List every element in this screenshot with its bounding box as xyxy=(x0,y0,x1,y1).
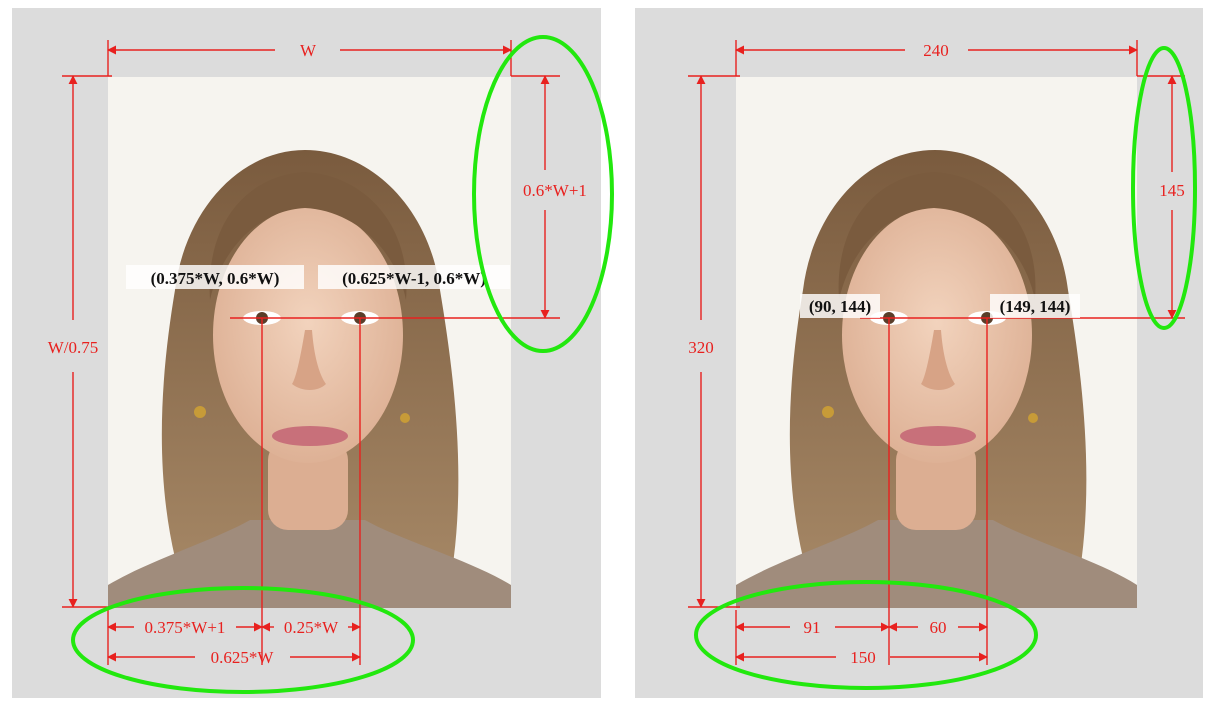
sweater xyxy=(108,520,511,608)
bottom-left-gap-label: 0.375*W+1 xyxy=(145,618,226,637)
highlight-bottom-widths xyxy=(694,580,1038,690)
portrait-photo xyxy=(108,77,511,608)
neck xyxy=(268,440,348,530)
nose xyxy=(921,330,955,390)
hair-fringe xyxy=(209,172,407,300)
panel-example: 240 320 145 91 60 150 (90, 144) (149, 14… xyxy=(635,8,1203,698)
right-eye-coord-backdrop xyxy=(318,265,510,289)
lips xyxy=(900,426,976,446)
neck xyxy=(896,440,976,530)
right-earring xyxy=(1028,413,1038,423)
right-eye-coordinate: (0.625*W-1, 0.6*W) xyxy=(342,269,486,288)
top-width-label: 240 xyxy=(923,41,949,60)
bottom-eye-gap-label: 0.25*W xyxy=(284,618,339,637)
top-width-label: W xyxy=(300,41,317,60)
dimension-lines xyxy=(62,40,560,665)
sweater xyxy=(736,520,1137,608)
left-eye-coordinate: (0.375*W, 0.6*W) xyxy=(151,269,280,288)
highlight-eye-depth xyxy=(472,35,614,353)
left-earring xyxy=(822,406,834,418)
portrait-photo xyxy=(736,77,1137,608)
height-label: 320 xyxy=(688,338,714,357)
nose xyxy=(292,330,326,390)
highlight-eye-depth xyxy=(1131,46,1197,330)
hair-fringe xyxy=(838,172,1036,300)
bottom-eye-gap-label: 60 xyxy=(930,618,947,637)
panel-formula: W W/0.75 0.6*W+1 0.375*W+1 0.25*W 0.625*… xyxy=(12,8,614,698)
height-label: W/0.75 xyxy=(48,338,99,357)
right-earring xyxy=(400,413,410,423)
eye-depth-label: 0.6*W+1 xyxy=(523,181,587,200)
bottom-total-label: 0.625*W xyxy=(211,648,275,667)
right-eye-coord-backdrop xyxy=(990,294,1080,318)
left-eye-coord-backdrop xyxy=(800,294,880,318)
lips xyxy=(272,426,348,446)
bottom-left-gap-label: 91 xyxy=(804,618,821,637)
highlight-bottom-widths xyxy=(71,586,415,694)
eye-depth-label: 145 xyxy=(1159,181,1185,200)
left-eye-coordinate: (90, 144) xyxy=(809,297,871,316)
left-eye-coord-backdrop xyxy=(126,265,304,289)
bottom-total-label: 150 xyxy=(850,648,876,667)
right-eye-coordinate: (149, 144) xyxy=(1000,297,1071,316)
left-earring xyxy=(194,406,206,418)
